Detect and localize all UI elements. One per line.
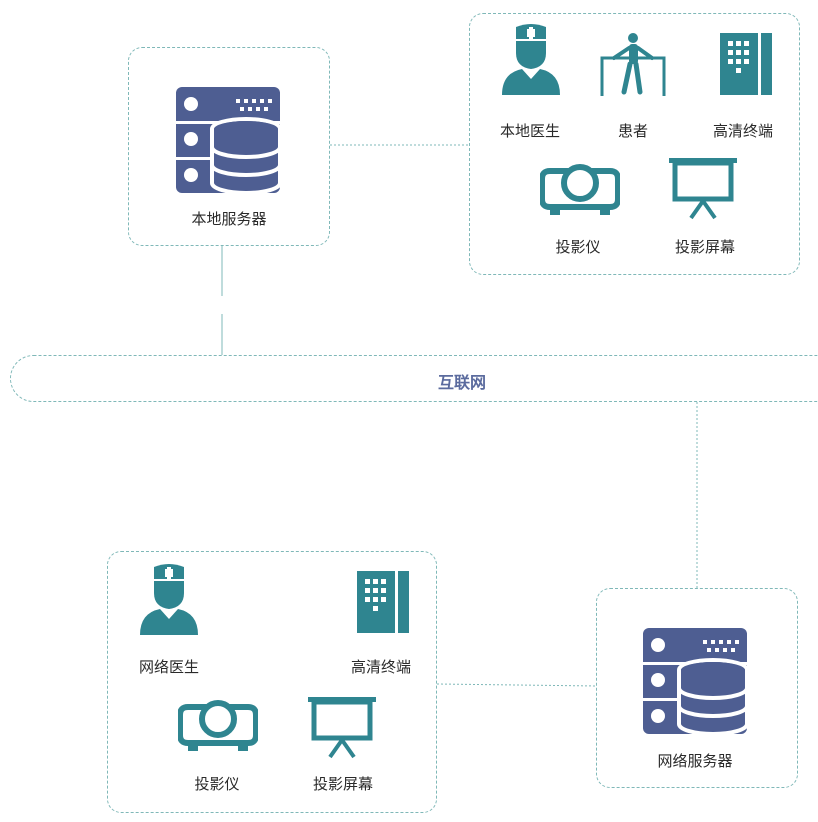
internet-label: 互联网 [437, 373, 487, 392]
projector-icon [178, 700, 258, 751]
network-screen-label: 投影屏幕 [312, 775, 374, 793]
network-server-label: 网络服务器 [657, 752, 733, 770]
doctor-icon [140, 564, 198, 635]
hd-terminal-icon [357, 571, 409, 633]
local-hd-terminal-label: 高清终端 [712, 122, 774, 140]
local-server-label: 本地服务器 [191, 210, 267, 228]
internet-bar [10, 355, 818, 402]
hd-terminal-icon [720, 33, 772, 95]
projection-screen-icon [308, 697, 376, 759]
local-doctor-label: 本地医生 [499, 122, 561, 140]
patient-icon [600, 33, 666, 96]
doctor-icon [502, 24, 560, 95]
projector-icon [540, 164, 620, 215]
local-projector-label: 投影仪 [555, 238, 601, 256]
projection-screen-icon [669, 158, 737, 220]
network-projector-label: 投影仪 [194, 775, 240, 793]
server-icon [176, 87, 282, 195]
server-icon [643, 628, 749, 736]
local-screen-label: 投影屏幕 [674, 238, 736, 256]
patient-label: 患者 [617, 122, 649, 140]
network-doctor-label: 网络医生 [138, 658, 200, 676]
network-hd-terminal-label: 高清终端 [350, 658, 412, 676]
